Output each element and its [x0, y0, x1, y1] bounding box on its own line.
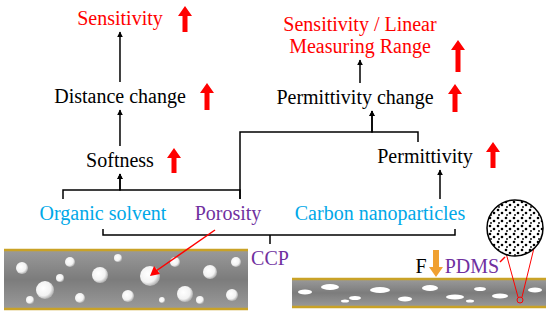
- text-node: Permittivity: [374, 144, 476, 168]
- increase-arrows: [167, 6, 500, 173]
- flow-arrow: [119, 32, 121, 82]
- material-label: CCP: [251, 247, 289, 269]
- flow-arrow: [240, 111, 372, 199]
- text-node: Sensitivity / Linear Measuring Range: [277, 12, 443, 58]
- text-node: Sensitivity: [74, 6, 166, 30]
- text-node: Permittivity change: [273, 85, 436, 109]
- label-holder: F: [412, 254, 429, 278]
- force-label: F: [415, 255, 426, 277]
- text-node: Organic solvent: [37, 201, 170, 225]
- outcome-text: Sensitivity: [77, 7, 163, 29]
- label-holder: CCP: [248, 246, 292, 270]
- flow-arrow: [119, 110, 121, 146]
- text-node: Softness: [83, 148, 157, 172]
- factor-text: Carbon nanoparticles: [295, 202, 466, 224]
- flow-arrow: [372, 111, 418, 142]
- porosity-leader: [156, 230, 215, 271]
- ccp-bracket: [103, 229, 455, 244]
- text-node: Carbon nanoparticles: [292, 201, 469, 225]
- flow-arrow: [120, 174, 240, 199]
- flow-arrow: [63, 174, 120, 199]
- text-node: Distance change: [51, 84, 189, 108]
- force-arrow: [429, 250, 443, 277]
- factor-text: Porosity: [195, 202, 262, 224]
- zoom-inset: [487, 200, 543, 297]
- effect-text: Permittivity change: [276, 86, 433, 108]
- label-holder: PDMS: [442, 254, 502, 278]
- property-text: Softness: [86, 149, 154, 171]
- effect-text: Distance change: [54, 85, 186, 107]
- porous-slab: [4, 250, 248, 309]
- material-label: PDMS: [445, 255, 499, 277]
- text-node: Porosity: [192, 201, 265, 225]
- pdms-leader: [500, 257, 505, 262]
- porosity-leader-head: [150, 266, 160, 276]
- flow-arrow: [359, 60, 361, 83]
- flow-arrow: [439, 170, 441, 199]
- compressed-slab: [292, 279, 546, 307]
- factor-text: Organic solvent: [40, 202, 167, 224]
- property-text: Permittivity: [377, 145, 473, 167]
- outcome-text: Sensitivity / Linear Measuring Range: [280, 13, 440, 57]
